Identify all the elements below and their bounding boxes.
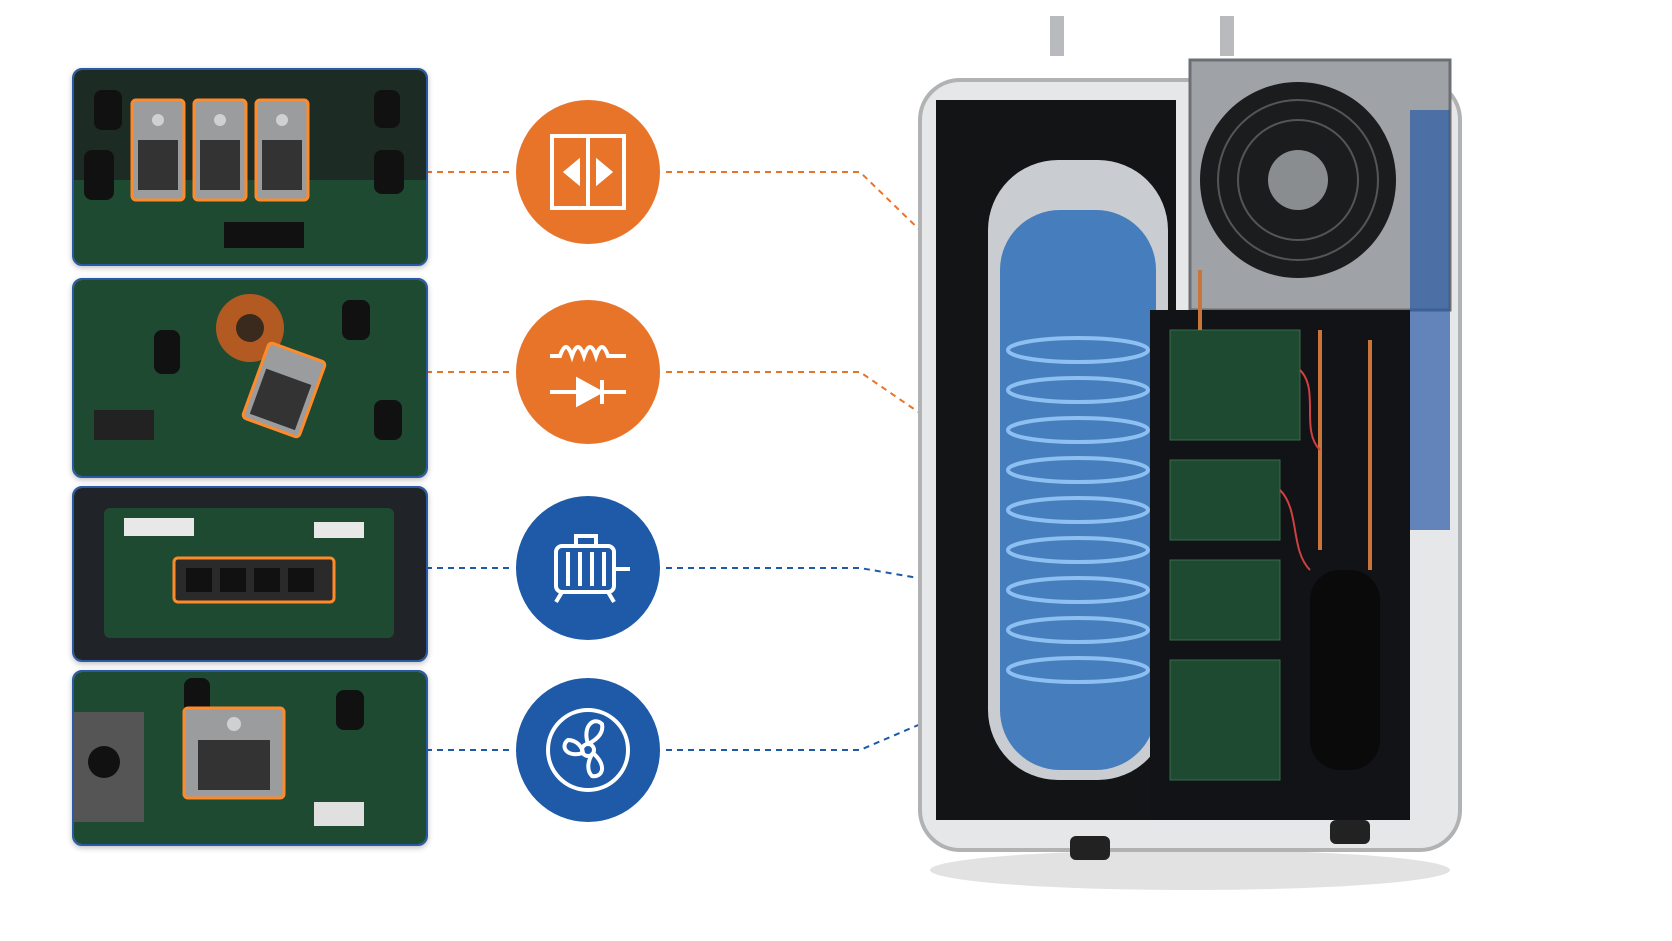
fan-driver-transistor-closeup bbox=[72, 670, 428, 846]
connector-unit4 bbox=[666, 719, 931, 751]
bridge-rectifier-icon bbox=[516, 100, 660, 244]
inductor-diode-icon bbox=[516, 300, 660, 444]
pcb-image bbox=[74, 488, 426, 660]
connector-unit2 bbox=[666, 371, 931, 421]
connector-unit3 bbox=[666, 567, 931, 581]
water-tank bbox=[988, 160, 1168, 780]
electronics-bay bbox=[1150, 270, 1410, 820]
motor-icon bbox=[516, 496, 660, 640]
pipe-fittings bbox=[1050, 16, 1234, 56]
fan-icon bbox=[516, 678, 660, 822]
pcb-image bbox=[74, 672, 426, 844]
mosfet-triple-closeup bbox=[72, 68, 428, 266]
fan-unit bbox=[1188, 58, 1452, 530]
connector-unit1 bbox=[666, 171, 931, 241]
motor-driver-module-closeup bbox=[72, 486, 428, 662]
pcb-image bbox=[74, 280, 426, 476]
inductor-diode-closeup bbox=[72, 278, 428, 478]
pcb-image bbox=[74, 70, 426, 264]
heat-pump-water-heater bbox=[918, 16, 1462, 890]
feet bbox=[1070, 820, 1370, 860]
